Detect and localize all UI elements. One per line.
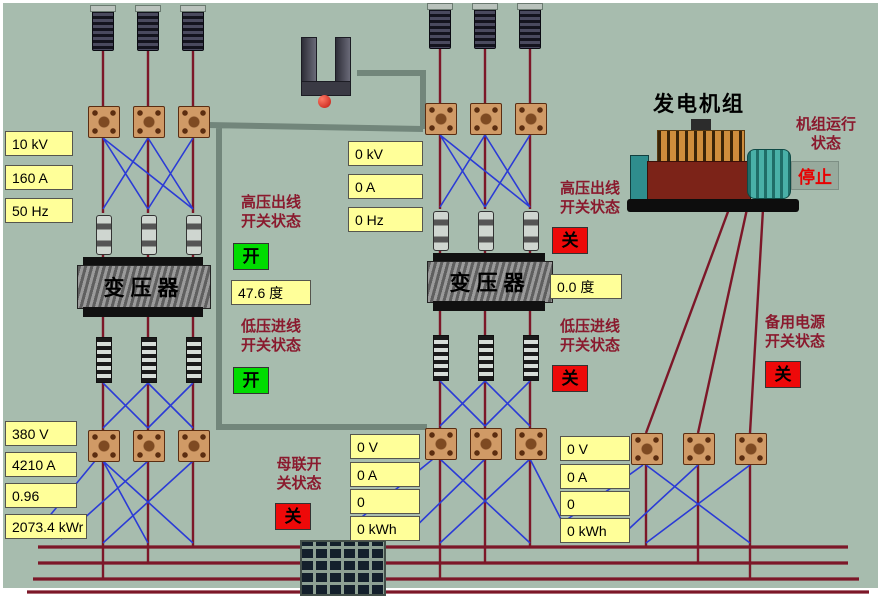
generator-base	[627, 199, 799, 212]
genset-run-status-value: 停止	[791, 161, 839, 190]
label-backup-power: 备用电源 开关状态	[749, 313, 841, 351]
label-bus-tie: 母联开 关状态	[259, 455, 339, 493]
breaker-icon[interactable]	[735, 433, 767, 465]
meter-lv-energy-mid: 0 kWh	[350, 516, 420, 541]
breaker-icon[interactable]	[470, 103, 502, 135]
meter-lv-energy-right: 0 kWh	[560, 518, 630, 543]
meter-lv-voltage-right: 0 V	[560, 436, 630, 461]
disconnector-icon[interactable]	[137, 9, 159, 51]
meter-hv-current-left: 160 A	[5, 165, 73, 190]
breaker-icon[interactable]	[178, 106, 210, 138]
breaker-icon[interactable]	[425, 428, 457, 460]
meter-lv-powerfactor-right: 0	[560, 491, 630, 516]
breaker-icon[interactable]	[178, 430, 210, 462]
label-hv-outgoing-mid: 高压出线 开关状态	[544, 179, 636, 217]
transformer[interactable]: 变压器	[427, 261, 553, 303]
fuse-switch-icon[interactable]	[478, 335, 494, 381]
hoist-crossbar-icon	[301, 81, 351, 96]
load-switch-icon[interactable]	[186, 215, 202, 255]
indicator-lv-incoming-left[interactable]: 开	[233, 367, 269, 394]
meter-hv-frequency-left: 50 Hz	[5, 198, 73, 223]
genset-title: 发电机组	[653, 88, 783, 118]
indicator-backup-power[interactable]: 关	[765, 361, 801, 388]
meter-lv-voltage-left: 380 V	[5, 421, 77, 446]
transformer-bottom-bar	[83, 307, 203, 317]
transformer-top-bar	[83, 257, 203, 265]
breaker-icon[interactable]	[515, 103, 547, 135]
fuse-switch-icon[interactable]	[186, 337, 202, 383]
breaker-icon[interactable]	[683, 433, 715, 465]
disconnector-icon[interactable]	[474, 7, 496, 49]
breaker-icon[interactable]	[631, 433, 663, 465]
fuse-switch-icon[interactable]	[523, 335, 539, 381]
bus-bars	[27, 547, 869, 592]
meter-lv-current-right: 0 A	[560, 464, 630, 489]
label-lv-incoming-left: 低压进线 开关状态	[225, 317, 317, 355]
meter-hv-voltage-mid: 0 kV	[348, 141, 423, 166]
fuse-switch-icon[interactable]	[96, 337, 112, 383]
breaker-icon[interactable]	[515, 428, 547, 460]
transformer-top-bar	[433, 253, 545, 261]
red-ball-icon	[318, 95, 331, 108]
indicator-lv-incoming-mid[interactable]: 关	[552, 365, 588, 392]
indicator-hv-outgoing-mid[interactable]: 关	[552, 227, 588, 254]
meter-transformer-temp-left: 47.6 度	[231, 280, 311, 305]
load-switch-icon[interactable]	[478, 211, 494, 251]
breaker-icon[interactable]	[425, 103, 457, 135]
meter-lv-powerfactor-left: 0.96	[5, 483, 77, 508]
load-switch-icon[interactable]	[141, 215, 157, 255]
generator-engine-block	[647, 161, 751, 201]
disconnector-icon[interactable]	[429, 7, 451, 49]
meter-lv-energy-left: 2073.4 kWr	[5, 514, 87, 539]
breaker-icon[interactable]	[133, 106, 165, 138]
meter-hv-current-mid: 0 A	[348, 174, 423, 199]
disconnector-icon[interactable]	[519, 7, 541, 49]
meter-lv-powerfactor-mid: 0	[350, 489, 420, 514]
meter-transformer-temp-mid: 0.0 度	[550, 274, 622, 299]
meter-hv-frequency-mid: 0 Hz	[348, 207, 423, 232]
meter-lv-current-left: 4210 A	[5, 452, 77, 477]
load-switch-icon[interactable]	[433, 211, 449, 251]
label-hv-outgoing-left: 高压出线 开关状态	[225, 193, 317, 231]
fuse-switch-icon[interactable]	[141, 337, 157, 383]
transformer-bottom-bar	[433, 301, 545, 311]
switchgear-cabinet-icon	[300, 540, 386, 596]
breaker-icon[interactable]	[88, 430, 120, 462]
label-lv-incoming-mid: 低压进线 开关状态	[544, 317, 636, 355]
generator-alternator	[747, 149, 791, 199]
breaker-icon[interactable]	[133, 430, 165, 462]
label-genset-run-status: 机组运行 状态	[781, 115, 871, 153]
indicator-bus-tie[interactable]: 关	[275, 503, 311, 530]
meter-lv-current-mid: 0 A	[350, 462, 420, 487]
breaker-icon[interactable]	[470, 428, 502, 460]
disconnector-icon[interactable]	[182, 9, 204, 51]
disconnector-icon[interactable]	[92, 9, 114, 51]
meter-hv-voltage-left: 10 kV	[5, 131, 73, 156]
load-switch-icon[interactable]	[96, 215, 112, 255]
load-switch-icon[interactable]	[523, 211, 539, 251]
transformer[interactable]: 变压器	[77, 265, 211, 309]
meter-lv-voltage-mid: 0 V	[350, 434, 420, 459]
fuse-switch-icon[interactable]	[433, 335, 449, 381]
breaker-icon[interactable]	[88, 106, 120, 138]
indicator-hv-outgoing-left[interactable]: 开	[233, 243, 269, 270]
